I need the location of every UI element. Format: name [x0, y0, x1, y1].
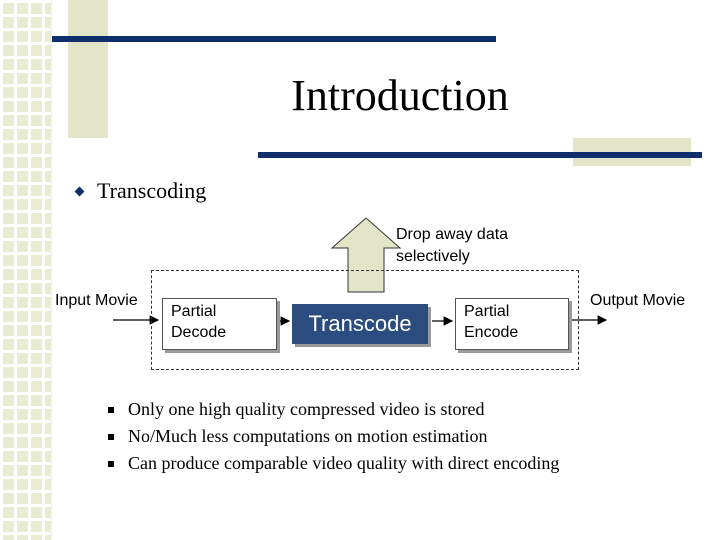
main-bullet: Transcoding: [74, 178, 207, 204]
list-item-text: No/Much less computations on motion esti…: [128, 426, 488, 446]
title-rule-top: [52, 36, 496, 42]
square-bullet-icon: [108, 406, 114, 413]
list-item: Can produce comparable video quality wit…: [108, 450, 559, 477]
square-bullet-icon: [108, 460, 114, 467]
note-line: Drop away data: [396, 226, 509, 243]
grid-pattern-decoration: [0, 0, 52, 540]
square-bullet-icon: [108, 433, 114, 440]
transcoder-boundary: [151, 270, 579, 370]
list-item-text: Only one high quality compressed video i…: [128, 399, 485, 419]
note-line: selectively: [396, 248, 470, 265]
main-bullet-text: Transcoding: [97, 178, 207, 203]
partial-decode-box: Partial Decode: [162, 298, 277, 350]
drop-data-note: Drop away data selectively: [396, 224, 508, 268]
decorative-block: [68, 0, 108, 138]
output-movie-label: Output Movie: [590, 292, 686, 309]
input-movie-label: Input Movie: [55, 292, 138, 309]
list-item: No/Much less computations on motion esti…: [108, 423, 559, 450]
box-label-line: Partial: [171, 303, 217, 320]
box-label-line: Encode: [464, 324, 519, 341]
list-item: Only one high quality compressed video i…: [108, 396, 559, 423]
sub-bullet-list: Only one high quality compressed video i…: [108, 396, 559, 477]
transcode-box: Transcode: [292, 304, 428, 344]
title-rule-bottom: [258, 152, 702, 158]
diamond-bullet-icon: [74, 186, 85, 196]
list-item-text: Can produce comparable video quality wit…: [128, 453, 560, 473]
slide-title: Introduction: [291, 71, 509, 120]
box-label-line: Partial: [464, 303, 510, 320]
partial-encode-box: Partial Encode: [455, 298, 569, 350]
box-label-line: Decode: [171, 324, 227, 341]
